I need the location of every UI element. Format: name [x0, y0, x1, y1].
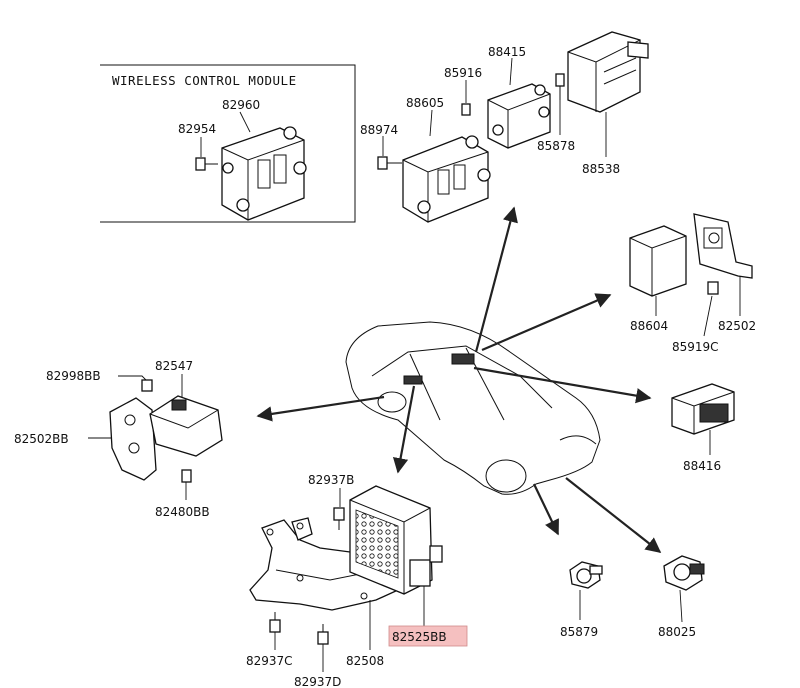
bolt-85878	[555, 73, 565, 135]
label-82937c: 82937C	[246, 654, 293, 668]
bracket-82508	[249, 517, 421, 650]
label-82998bb: 82998BB	[46, 369, 101, 383]
bolt-82937c	[269, 612, 281, 650]
label-85879: 85879	[560, 625, 598, 639]
label-88538: 88538	[582, 162, 620, 176]
module-82547	[149, 374, 223, 457]
label-82508: 82508	[346, 654, 384, 668]
bolt-85916	[461, 57, 513, 116]
bolt-82937b	[333, 488, 345, 530]
label-82960: 82960	[222, 98, 260, 112]
label-88604: 88604	[630, 319, 668, 333]
part-highlight	[388, 625, 468, 647]
bolt-82480bb	[181, 469, 192, 500]
bolt-85919c	[703, 281, 719, 337]
wireless-module-inset: WIRELESS CONTROL MODULE	[100, 64, 356, 223]
label-88025: 88025	[658, 625, 696, 639]
bracket-82502bb	[88, 397, 157, 481]
vehicle-outline	[345, 321, 601, 495]
label-85878: 85878	[537, 139, 575, 153]
label-82502: 82502	[718, 319, 756, 333]
sensor-88025	[663, 555, 705, 623]
bolt-82954	[195, 111, 251, 171]
module-88416	[671, 383, 735, 455]
label-82937d: 82937D	[294, 675, 341, 688]
module-88604	[629, 225, 687, 316]
module-82525bb	[349, 485, 443, 630]
module-88605	[402, 135, 491, 223]
label-88605: 88605	[406, 96, 444, 110]
module-88415	[487, 83, 551, 149]
label-82547: 82547	[155, 359, 193, 373]
callout-arrows	[256, 206, 662, 553]
label-85916: 85916	[444, 66, 482, 80]
inset-title: WIRELESS CONTROL MODULE	[112, 73, 297, 88]
label-85919c: 85919C	[672, 340, 719, 354]
bolt-82998bb	[118, 375, 153, 392]
bolt-88974	[377, 109, 433, 170]
module-82960	[221, 126, 307, 221]
label-88415: 88415	[488, 45, 526, 59]
label-82954: 82954	[178, 122, 216, 136]
module-88538	[567, 31, 649, 157]
label-82937b: 82937B	[308, 473, 354, 487]
part-labels: 82960 82954 88415 85916 88605 88974 8587…	[14, 45, 756, 688]
sensor-85879	[569, 561, 603, 620]
label-88416: 88416	[683, 459, 721, 473]
label-82480bb: 82480BB	[155, 505, 210, 519]
bolt-82937d	[317, 624, 329, 672]
label-82502bb: 82502BB	[14, 432, 69, 446]
bracket-82502	[693, 213, 753, 316]
label-88974: 88974	[360, 123, 398, 137]
label-82525bb: 82525BB	[392, 630, 447, 644]
